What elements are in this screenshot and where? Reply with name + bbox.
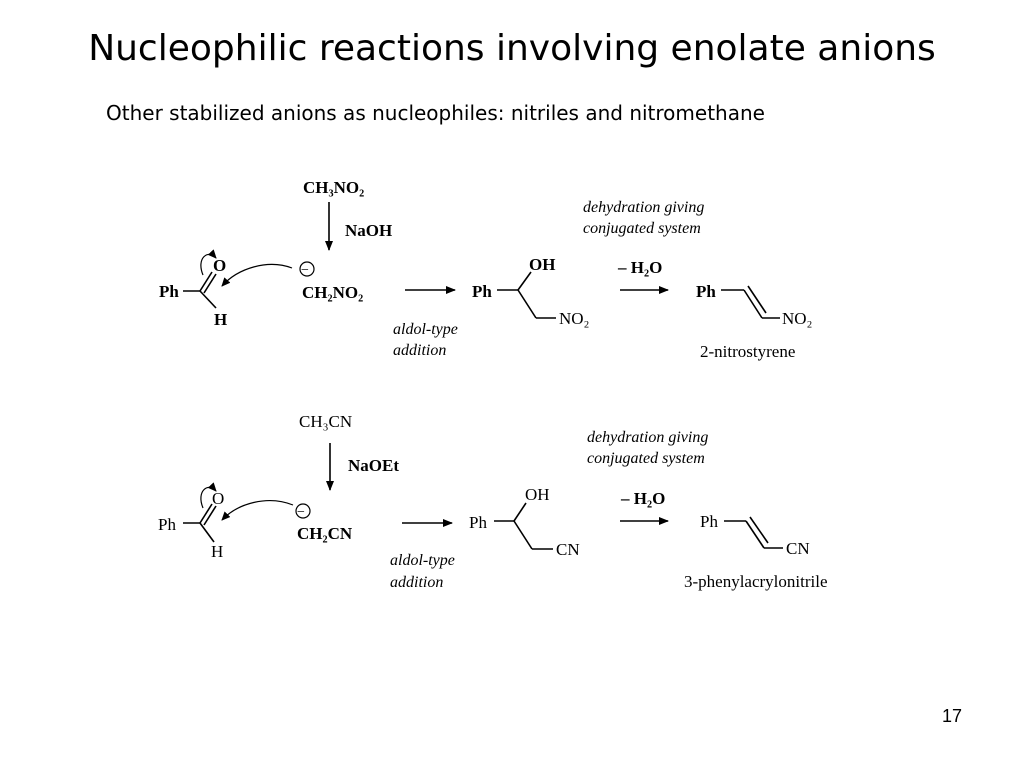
- adduct-oh-label: OH: [525, 485, 550, 504]
- oxygen-label: O: [212, 489, 224, 508]
- cyanohydrin-adduct: Ph OH CN: [469, 485, 580, 559]
- hydrogen-label: H: [214, 310, 227, 329]
- step2-reagent: – H₂O: [617, 258, 662, 277]
- adduct-group-label: CN: [556, 540, 580, 559]
- product-name: 3-phenylacrylonitrile: [684, 572, 828, 591]
- adduct-ph-label: Ph: [472, 282, 492, 301]
- reagent-label: CH₃NO₂: [303, 178, 364, 197]
- adduct-group-label: NO₂: [559, 309, 589, 328]
- product-ph-label: Ph: [700, 512, 718, 531]
- negative-charge-icon: [295, 503, 311, 519]
- product-group-label: CN: [786, 539, 810, 558]
- product-name: 2-nitrostyrene: [700, 342, 795, 361]
- slide-subtitle: Other stabilized anions as nucleophiles:…: [106, 101, 765, 125]
- step2-note-line2: conjugated system: [587, 450, 705, 467]
- step2-note-line1: dehydration giving: [583, 199, 704, 216]
- nitroaldol-adduct: Ph OH NO₂: [472, 255, 589, 328]
- oxygen-label: O: [213, 256, 226, 275]
- adduct-oh-label: OH: [529, 255, 555, 274]
- ph-label: Ph: [158, 515, 176, 534]
- base-label: NaOH: [345, 221, 392, 240]
- anion-label: CH₂CN: [297, 524, 353, 543]
- adduct-ph-label: Ph: [469, 513, 487, 532]
- step1-note-line1: aldol-type: [393, 321, 458, 338]
- page-number: 17: [941, 706, 962, 726]
- benzaldehyde: Ph O H: [158, 482, 224, 561]
- scheme-nitromethane: CH₃NO₂ NaOH Ph O H − CH₂NO₂ aldol-type a…: [159, 178, 812, 361]
- electron-curly-arrow: [200, 482, 217, 509]
- minus-sign: −: [301, 263, 309, 278]
- product-group-label: NO₂: [782, 309, 812, 328]
- step1-note-line1: aldol-type: [390, 552, 455, 569]
- nitrostyrene-product: Ph NO₂: [696, 282, 812, 328]
- step1-note-line2: addition: [393, 342, 446, 359]
- step1-note-line2: addition: [390, 574, 443, 591]
- phenylacrylonitrile-product: Ph CN: [700, 512, 810, 558]
- anion-label: CH₂NO₂: [302, 283, 363, 302]
- step2-reagent: – H₂O: [620, 489, 665, 508]
- slide-title: Nucleophilic reactions involving enolate…: [88, 28, 936, 69]
- base-label: NaOEt: [348, 456, 399, 475]
- step2-note-line1: dehydration giving: [587, 429, 708, 446]
- minus-sign: −: [297, 505, 305, 520]
- step2-note-line2: conjugated system: [583, 220, 701, 237]
- benzaldehyde: Ph O H: [159, 249, 227, 329]
- electron-curly-arrow: [200, 249, 217, 276]
- product-ph-label: Ph: [696, 282, 716, 301]
- nucleophile-curly-arrow: [221, 263, 293, 287]
- negative-charge-icon: [299, 261, 315, 277]
- hydrogen-label: H: [211, 542, 223, 561]
- scheme-acetonitrile: CH₃CN NaOEt Ph O H − CH₂CN aldol-type ad…: [158, 412, 828, 591]
- reagent-label: CH₃CN: [299, 412, 352, 431]
- nucleophile-curly-arrow: [221, 500, 294, 521]
- ph-label: Ph: [159, 282, 179, 301]
